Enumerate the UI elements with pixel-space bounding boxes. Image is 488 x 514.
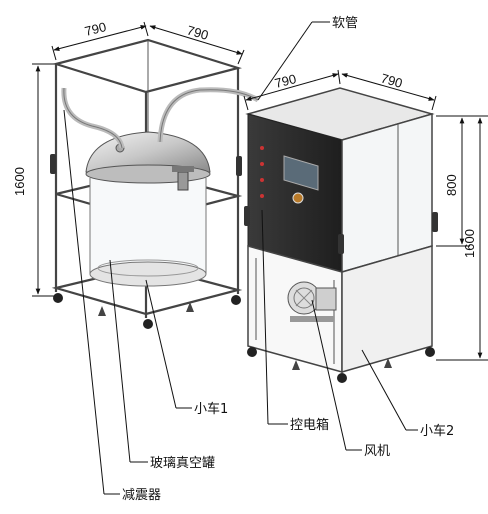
control-box-label: 控电箱	[290, 417, 329, 433]
leader-lines	[63, 21, 418, 495]
cart1-width-label: 790	[83, 19, 108, 39]
hose	[61, 87, 260, 149]
dimension-lines	[32, 21, 488, 361]
fan-label: 风机	[364, 444, 390, 459]
damper-foot	[98, 306, 106, 316]
cart2-width-label: 790	[273, 71, 298, 91]
cart1-label: 小车1	[194, 401, 228, 417]
cart2-upper-height-label: 800	[444, 174, 459, 196]
cart2	[244, 87, 438, 383]
glass-tank-label: 玻璃真空罐	[150, 456, 215, 471]
cart2-height-label: 1600	[462, 229, 477, 258]
cart2-depth-label: 790	[379, 70, 404, 90]
hose-label: 软管	[332, 16, 358, 31]
cart1-height-label: 1600	[12, 167, 27, 196]
touch-screen	[283, 155, 319, 191]
damper-label: 减震器	[122, 488, 161, 503]
cart2-label: 小车2	[420, 423, 454, 439]
fan	[287, 281, 337, 322]
glass-vacuum-tank	[85, 131, 211, 287]
cart1-depth-label: 790	[185, 22, 210, 42]
